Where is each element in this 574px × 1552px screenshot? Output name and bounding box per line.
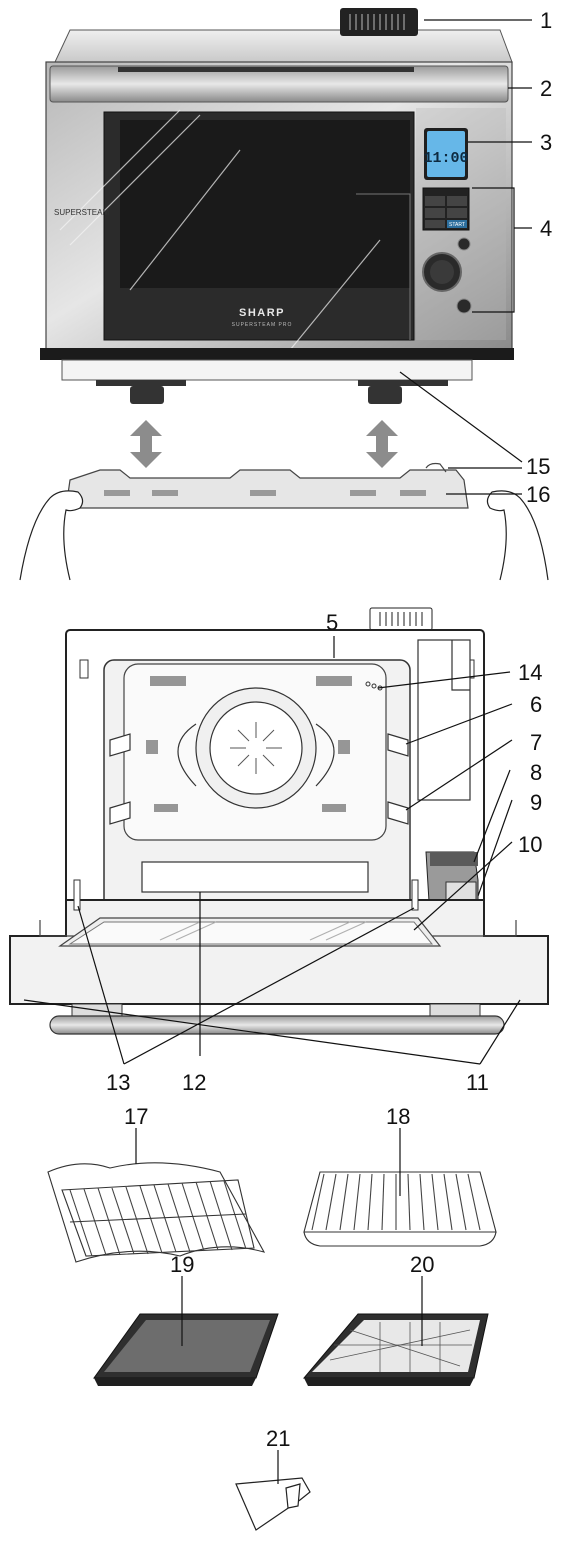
rail-clips xyxy=(96,380,448,404)
attach-arrows xyxy=(130,420,398,468)
start-key-label: START xyxy=(449,222,465,228)
oven-exterior: SHARP SUPERSTEAM PRO SUPERSTEAM 11:00 ST… xyxy=(40,8,514,404)
callout-19: 19 xyxy=(170,1252,194,1277)
callout-5: 5 xyxy=(326,610,338,635)
callout-17: 17 xyxy=(124,1104,148,1129)
callout-14: 14 xyxy=(518,660,542,685)
wire-rack-flat xyxy=(303,1171,497,1247)
steam-vent xyxy=(340,8,418,36)
callout-11: 11 xyxy=(466,1070,489,1095)
control-buttons: START xyxy=(422,187,472,314)
callout-20: 20 xyxy=(410,1252,434,1277)
callout-4: 4 xyxy=(540,216,552,241)
callout-15: 15 xyxy=(526,454,550,479)
side-badge: SUPERSTEAM xyxy=(54,208,109,217)
callout-16: 16 xyxy=(526,482,550,507)
callout-6: 6 xyxy=(530,692,542,717)
callout-7: 7 xyxy=(530,730,542,755)
scraper-tool xyxy=(235,1477,311,1531)
callout-13: 13 xyxy=(106,1070,130,1095)
leader-lines xyxy=(23,19,532,1484)
callout-9: 9 xyxy=(530,790,542,815)
display-time: 11:00 xyxy=(423,150,468,167)
callout-numbers: 1 2 3 4 5 6 7 8 9 10 11 12 13 14 15 16 1… xyxy=(106,8,552,1451)
lcd-display: 11:00 xyxy=(423,128,469,180)
callout-10: 10 xyxy=(518,832,542,857)
callout-3: 3 xyxy=(540,130,552,155)
callout-21: 21 xyxy=(266,1426,290,1451)
wire-rack-angled xyxy=(47,1162,266,1263)
callout-1: 1 xyxy=(540,8,552,33)
callout-18: 18 xyxy=(386,1104,410,1129)
brand-subtitle: SUPERSTEAM PRO xyxy=(232,322,293,328)
callout-8: 8 xyxy=(530,760,542,785)
drip-tray xyxy=(19,462,549,581)
callout-2: 2 xyxy=(540,76,552,101)
oven-interior xyxy=(9,607,549,1035)
baking-tray xyxy=(93,1313,279,1386)
brand-logo: SHARP xyxy=(239,307,285,319)
callout-12: 12 xyxy=(182,1070,206,1095)
grill-tray xyxy=(302,1313,489,1386)
